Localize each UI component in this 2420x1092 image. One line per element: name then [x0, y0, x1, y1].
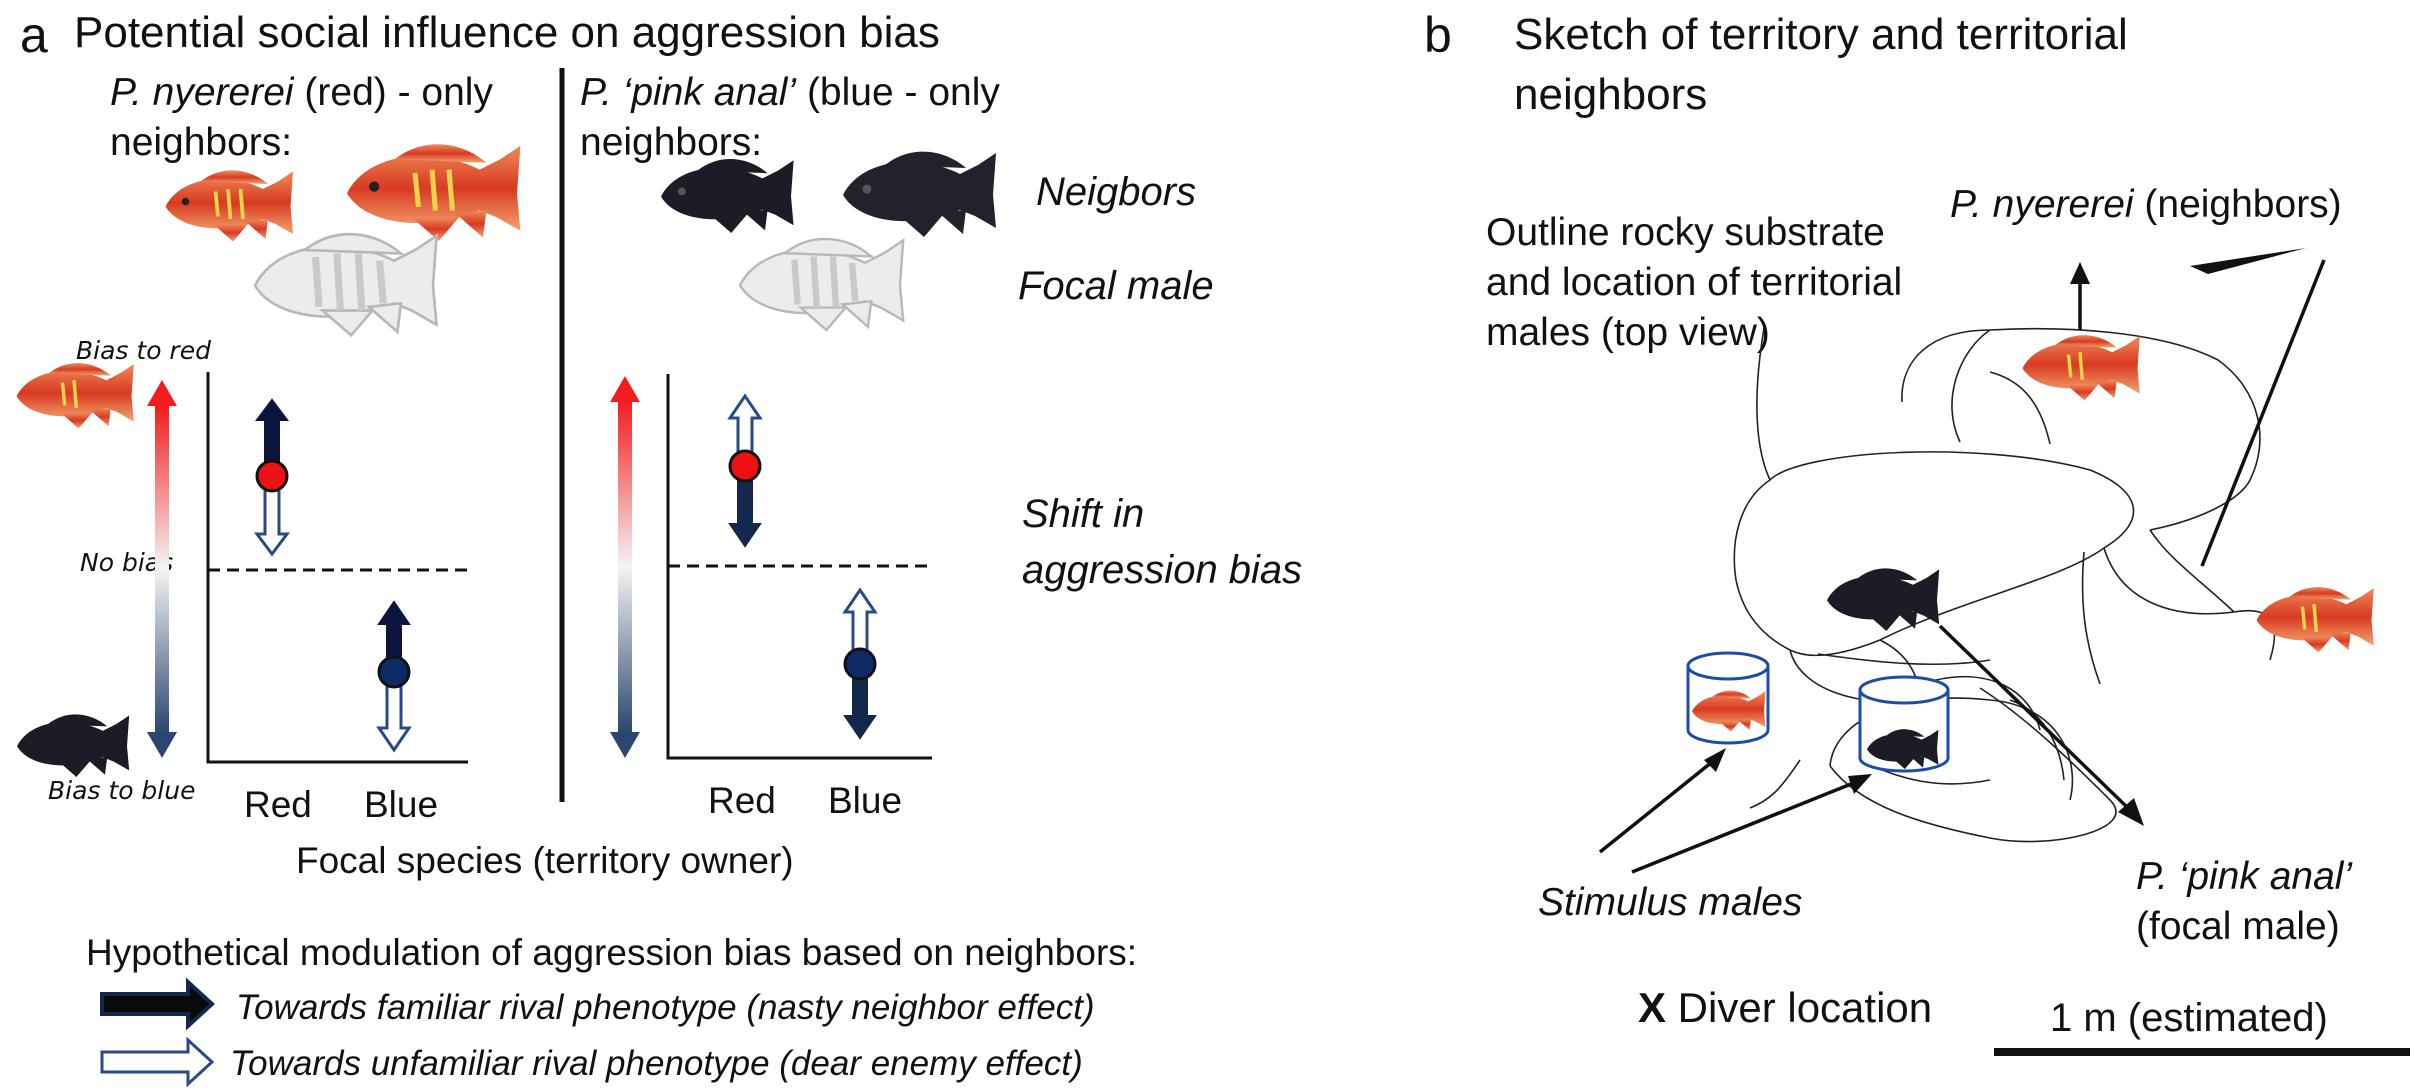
right-blue-effect-arrow — [842, 587, 878, 740]
nyererei-rest: (neighbors) — [2133, 183, 2342, 226]
nyererei-neighbor-fish-top — [2022, 335, 2140, 401]
x-tick-red-left: Red — [244, 784, 312, 825]
shift-label-line1: Shift in — [1022, 492, 1145, 536]
legend-arrow-filled — [100, 977, 215, 1031]
red-neighbor-fish-large — [347, 144, 521, 241]
panel-b-title-line1: Sketch of territory and territorial — [1514, 10, 2128, 59]
nyererei-label: P. nyererei (neighbors) — [1950, 180, 2342, 230]
diver-x-mark: X — [1638, 984, 1667, 1031]
neighbors-label: Neigbors — [1036, 170, 1197, 214]
right-red-point — [728, 449, 762, 483]
diver-location-label: X Diver location — [1638, 984, 1932, 1032]
left-red-point — [255, 459, 289, 493]
left-blue-effect-arrow — [376, 600, 412, 753]
bias-red-fish-icon — [16, 363, 134, 429]
legend-item-hollow: Towards unfamiliar rival phenotype (dear… — [230, 1044, 1083, 1083]
right-heading-rest: (blue - only — [796, 71, 1000, 114]
focal-male-label: Focal male — [1018, 264, 1214, 308]
rocky-substrate-outline — [1733, 327, 2276, 843]
focal-male-fish-left — [253, 232, 438, 337]
pink-anal-label: P. ‘pink anal’ (focal male) — [2136, 852, 2352, 952]
x-tick-blue-left: Blue — [364, 784, 439, 825]
left-bias-gradient-arrow — [147, 380, 177, 758]
red-neighbor-fish-small — [165, 170, 293, 242]
scale-label: 1 m (estimated) — [2050, 996, 2328, 1040]
right-heading: P. ‘pink anal’ (blue - only neighbors: — [580, 68, 1000, 168]
x-tick-red-right: Red — [708, 780, 776, 821]
stimulus-cylinder-red — [1686, 651, 1770, 745]
outline-line3: males (top view) — [1486, 311, 1770, 354]
legend-arrow-hollow — [100, 1036, 215, 1088]
pink-anal-role: (focal male) — [2136, 905, 2340, 948]
focal-male-fish-right — [738, 237, 905, 332]
legend-title: Hypothetical modulation of aggression bi… — [86, 932, 1138, 973]
stimulus-label: Stimulus males — [1538, 881, 1803, 924]
blue-neighbor-fish-large — [843, 151, 996, 237]
bias-to-red-label: Bias to red — [76, 336, 211, 365]
left-y-axis — [206, 372, 468, 764]
right-heading-species: P. ‘pink anal’ — [580, 71, 797, 114]
panel-b-letter: b — [1424, 7, 1452, 63]
right-y-axis — [666, 374, 932, 760]
nyererei-neighbor-fish-right — [2256, 587, 2374, 653]
nyererei-species: P. nyererei — [1950, 183, 2134, 226]
right-bias-gradient-arrow — [610, 376, 640, 758]
x-tick-blue-right: Blue — [828, 780, 903, 821]
pink-anal-species: P. ‘pink anal’ — [2136, 855, 2353, 898]
panel-b-arrows — [1598, 248, 2326, 874]
left-heading-line2: neighbors: — [110, 121, 293, 164]
outline-line1: Outline rocky substrate — [1486, 211, 1885, 254]
right-heading-line2: neighbors: — [580, 121, 763, 164]
panel-b-title-line2: neighbors — [1514, 70, 1708, 119]
legend-item-filled: Towards familiar rival phenotype (nasty … — [236, 988, 1095, 1027]
right-red-effect-arrow — [727, 393, 763, 548]
blue-neighbor-fish-small — [661, 159, 794, 233]
panel-a-title: Potential social influence on aggression… — [74, 8, 940, 57]
x-axis-label: Focal species (territory owner) — [296, 840, 794, 881]
left-blue-point — [377, 655, 411, 689]
outline-line2: and location of territorial — [1486, 261, 1903, 304]
bias-blue-fish-icon — [16, 714, 130, 777]
right-blue-point — [843, 647, 877, 681]
bias-to-blue-label: Bias to blue — [48, 776, 196, 805]
left-heading-species: P. nyererei — [110, 71, 294, 114]
shift-label-line2: aggression bias — [1022, 548, 1303, 592]
left-red-effect-arrow — [254, 398, 290, 557]
left-heading: P. nyererei (red) - only neighbors: — [110, 68, 493, 168]
diver-text: Diver location — [1666, 984, 1933, 1031]
outline-label: Outline rocky substrate and location of … — [1486, 208, 1902, 358]
stimulus-cylinder-blue — [1858, 675, 1950, 773]
left-heading-rest: (red) - only — [293, 71, 493, 114]
panel-a-letter: a — [20, 7, 48, 63]
